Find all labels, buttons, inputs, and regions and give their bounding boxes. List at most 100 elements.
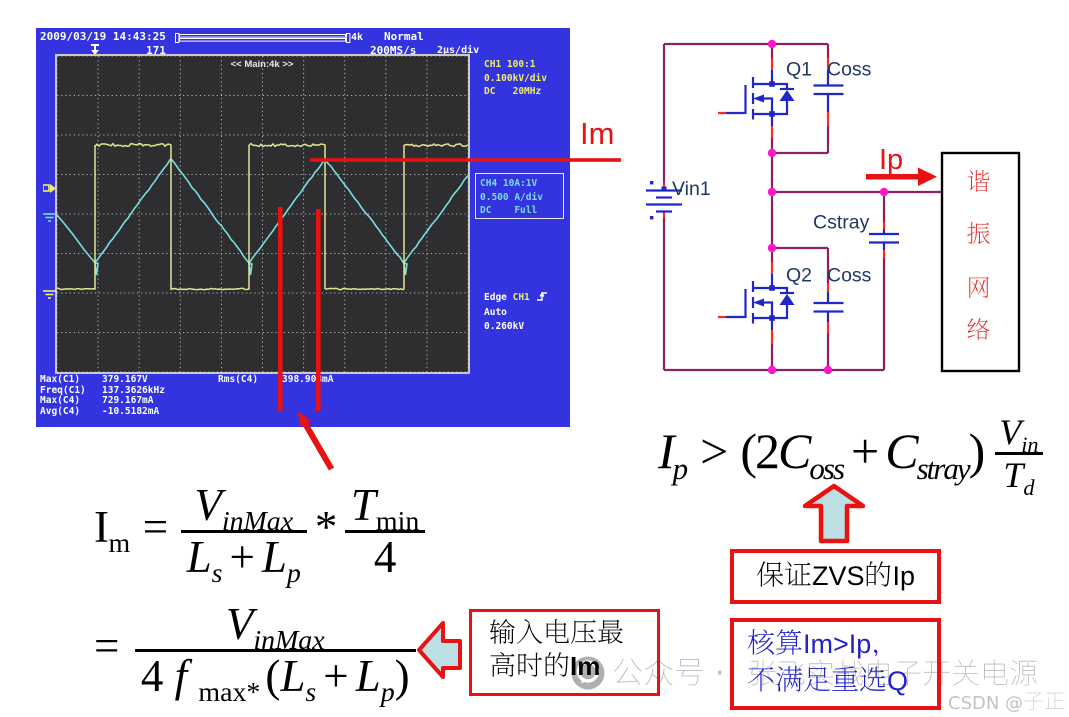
text-span: VinMax 4 f max*(Ls+Lp) [134,599,416,706]
up-arrow [802,483,866,544]
text-span: Im= [94,501,181,557]
coss-top-label: Coss [827,59,872,81]
group: CH1 100:1 [484,59,536,70]
text-span: L [186,531,212,582]
text-span: C [885,422,918,479]
cjk-text [867,561,892,588]
text-span: V [999,412,1022,452]
text-span: L [280,650,306,701]
subscript: max* [198,676,261,708]
subscript: p [672,450,688,486]
group: CH4 10A:1V [480,178,538,189]
cjk-text [489,619,623,645]
text-span: VinMax [220,599,331,655]
text-span: Edge [484,292,513,303]
text-span: 379.167V [102,374,148,385]
subscript: d [1023,475,1035,501]
ch1-ground-marker-icon [43,290,56,299]
text-span: > [700,422,728,479]
memory-position-bar [175,33,351,43]
watermark-csdn: CSDN @ [948,690,1065,714]
measurement-rms: Rms(C4)398.903mA [218,375,333,385]
text-span: Rms(C4) [218,374,259,385]
text-span: Tmin 4 [344,480,426,581]
text-span: = [142,502,168,553]
text-span: = [94,621,119,672]
text-span: Ip [892,561,916,591]
text-span: ( [740,422,757,479]
ch4-info-box: CH4 10A:1V 0.500 A/div DC Full [475,173,564,219]
subscript: in [1021,432,1039,458]
group: 0.260kV [484,321,525,332]
text-span: Ip>(2Coss+Cstray) [658,422,986,484]
text-span: V [194,480,222,530]
text-span: + [851,422,879,479]
group: Im [489,650,657,683]
scope-screen-plot: << Main:4k >> [56,55,469,373]
text-span: + [229,531,255,582]
half-bridge-circuit-diagram: Q1 Coss Vin1 Cstray Q2 Coss Ip [646,39,1021,375]
group: 0.100kV/div [484,72,547,84]
coss-bot-label: Coss [827,265,872,287]
resonant-network-box [940,151,1021,373]
text-span: ) [394,650,410,701]
subscript: stray [916,450,971,486]
measurement-row: Max(C4) 729.167mA [40,396,153,406]
text-span: Q [887,666,909,696]
group: DC Full [480,205,538,216]
q1-label: Q1 [786,59,812,81]
ch1-level-marker-icon [43,184,56,193]
text-span: Vin [991,412,1046,456]
measurement-row: Max(C1)379.167V [40,375,148,385]
text-span: L [261,531,287,582]
subscript: s [211,557,223,589]
text-span: = [94,620,135,672]
group: Auto [484,306,507,318]
text-span: VinMax [188,480,299,536]
scope-mode: Normal [384,30,424,43]
text-span: ) [968,422,986,479]
cjk-text [748,666,886,693]
measurement-row: Freq(C1)137.3626kHz [40,384,165,396]
text-span: Im>Ip [803,629,872,659]
text-span: + [323,650,349,701]
ip-arrow [866,167,937,186]
text-span: T [1003,455,1024,496]
scope-sample-rate: 200MS/s [370,44,417,57]
left-arrow [417,621,462,679]
text-span: V [225,599,254,649]
ch4-info: CH4 10A:1V 0.500 A/div DC Full [480,177,543,218]
text-span: f [174,650,188,701]
text-span: Ls+Lp [180,529,307,587]
watermark-wechat: · [612,656,1038,691]
text-span: 4 f max*(Ls+Lp) [134,648,416,706]
group [489,617,657,650]
scope-acq-count: 171 [146,44,166,57]
text-span: ( [265,650,281,701]
group: Im>Ip [747,626,937,663]
group: DC 20MHz [484,86,542,97]
text-span: 2 [755,422,780,479]
scope-datetime: 2009/03/19 14:43:25 [40,30,166,43]
ip-label: Ip [879,144,903,176]
formula-ip-condition: Ip>(2Coss+Cstray) Vin Td [658,404,1047,499]
text-span: 729.167mA [102,395,154,406]
text-span: I [94,502,109,553]
text-span: Max(C4) [40,395,81,406]
text-span: L [355,650,381,701]
text-span: Avg(C4) [40,405,81,417]
measurement-row: Avg(C4)-10.5182mA [40,405,159,417]
subscript: p [380,676,395,708]
cstray-label: Cstray [813,212,870,234]
cjk-text [1024,692,1064,710]
ch4-ground-marker-icon [43,213,56,222]
oscilloscope-screenshot: 2009/03/19 14:43:25 171 4k Normal 200MS/… [36,28,570,427]
group: 0.500 A/div [480,191,543,203]
text-span: Freq(C1) [40,384,86,396]
cjk-text [873,649,878,657]
formula-im-line2: = VinMax 4 f max*(Ls+Lp) [94,599,416,706]
text-span: T [350,480,376,530]
